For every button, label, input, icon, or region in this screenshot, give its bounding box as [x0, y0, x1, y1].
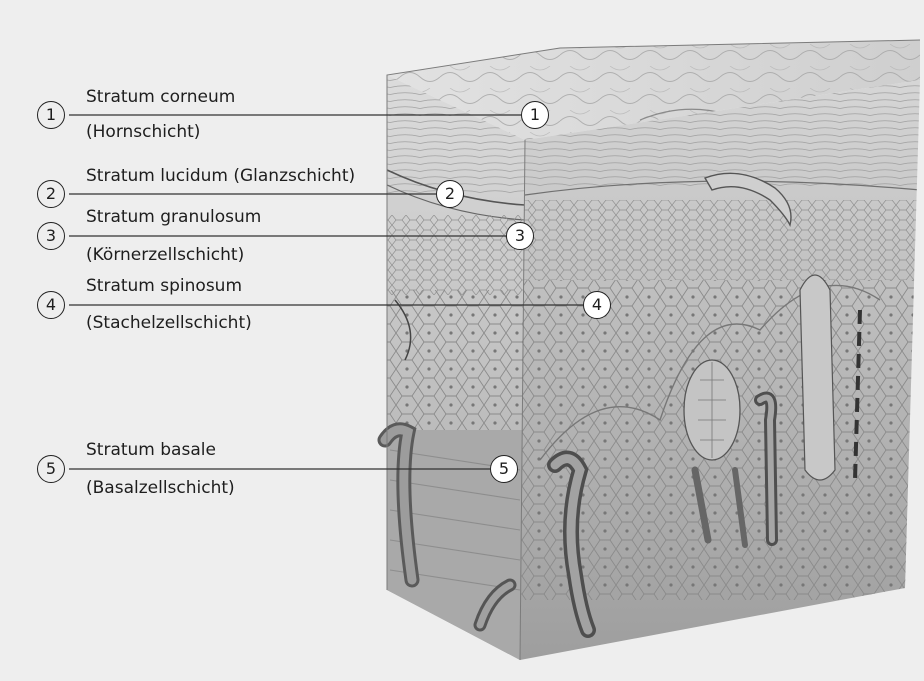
- diagram-marker-1: 1: [521, 101, 549, 129]
- left-number-circle-2: 2: [37, 180, 65, 208]
- left-number-circle-4: 4: [37, 291, 65, 319]
- label-stratum-basale: Stratum basale: [86, 440, 216, 460]
- label-stachelzellschicht: (Stachelzellschicht): [86, 313, 252, 333]
- diagram-marker-4: 4: [583, 291, 611, 319]
- label-koernerzellschicht: (Körnerzellschicht): [86, 245, 244, 265]
- left-number-circle-3: 3: [37, 222, 65, 250]
- diagram-marker-2: 2: [436, 180, 464, 208]
- label-stratum-lucidum: Stratum lucidum (Glanzschicht): [86, 166, 355, 186]
- label-stratum-spinosum: Stratum spinosum: [86, 276, 242, 296]
- label-stratum-corneum: Stratum corneum: [86, 87, 235, 107]
- label-basalzellschicht: (Basalzellschicht): [86, 478, 235, 498]
- diagram-marker-5: 5: [490, 455, 518, 483]
- label-hornschicht: (Hornschicht): [86, 122, 200, 142]
- label-stratum-granulosum: Stratum granulosum: [86, 207, 261, 227]
- left-number-circle-1: 1: [37, 101, 65, 129]
- diagram-marker-3: 3: [506, 222, 534, 250]
- left-number-circle-5: 5: [37, 455, 65, 483]
